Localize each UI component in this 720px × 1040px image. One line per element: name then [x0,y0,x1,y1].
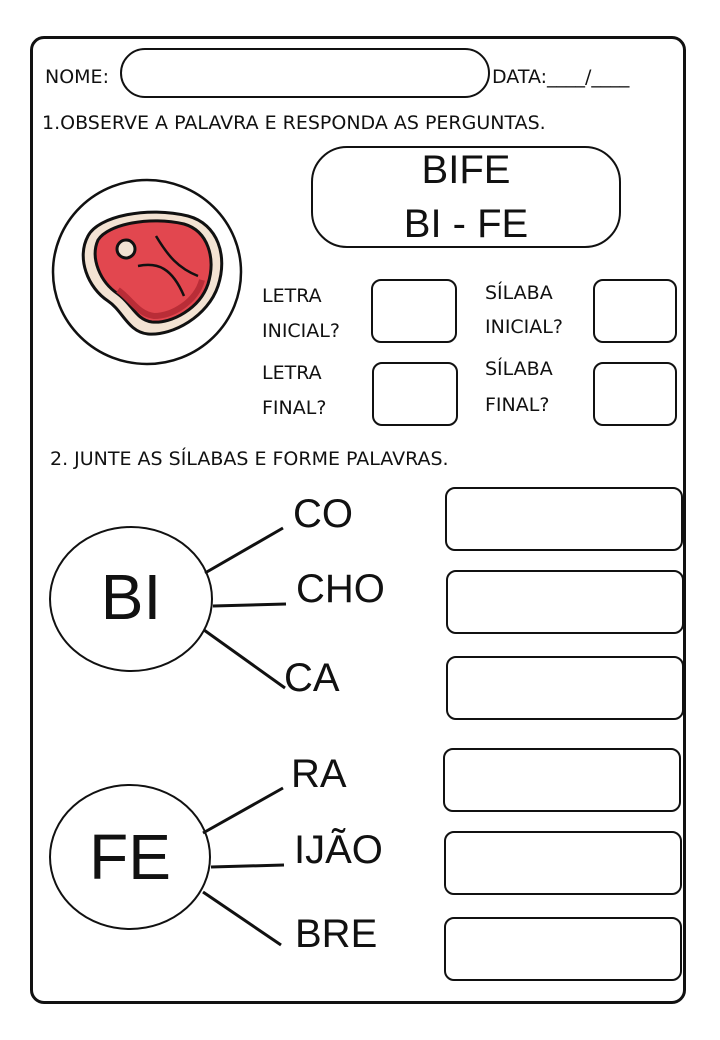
word-text: BIFE [421,148,511,192]
answer-box-bica[interactable] [446,656,684,720]
answer-box-fera[interactable] [443,748,681,812]
final-syllable-answer-box[interactable] [593,362,677,426]
syllables-text: BI - FE [403,202,529,246]
syllable-fe: FE [89,821,171,893]
answer-box-bico[interactable] [445,487,683,551]
connector-fe-ra [202,786,284,835]
connector-fe-ijao [210,863,285,869]
question-initial-letter-line1: LETRA [262,285,322,307]
question-1-instruction: 1.OBSERVE A PALAVRA E RESPONDA AS PERGUN… [42,112,546,134]
question-initial-letter-line2: INICIAL? [262,320,340,342]
question-initial-syllable-line1: SÍLABA [485,282,553,304]
answer-box-feijao[interactable] [444,831,682,895]
question-final-syllable-line2: FINAL? [485,394,550,416]
ending-ca: CA [284,656,340,700]
question-final-letter-line2: FINAL? [262,397,327,419]
steak-icon [51,178,243,366]
question-final-syllable-line1: SÍLABA [485,358,553,380]
initial-letter-answer-box[interactable] [371,279,457,343]
answer-box-febre[interactable] [444,917,682,981]
date-label: DATA:____/____ [492,66,630,88]
connector-fe-bre [202,890,282,947]
initial-syllable-answer-box[interactable] [593,279,677,343]
connector-bi-co [204,526,284,575]
syllable-bubble-fe [49,784,211,930]
connector-bi-cho [212,602,287,608]
steak-image [50,178,244,366]
worksheet-border [30,36,686,1004]
syllable-bi: BI [100,561,162,633]
final-letter-answer-box[interactable] [372,362,458,426]
word-card [311,146,621,248]
name-label: NOME: [45,66,109,88]
ending-ijao: IJÃO [294,828,383,872]
answer-box-bicho[interactable] [446,570,684,634]
ending-co: CO [293,492,353,536]
connector-bi-ca [203,628,286,690]
name-field[interactable] [120,48,490,98]
question-2-instruction: 2. JUNTE AS SÍLABAS E FORME PALAVRAS. [50,448,449,470]
ending-bre: BRE [295,912,378,956]
syllable-bubble-bi [49,526,213,672]
question-initial-syllable-line2: INICIAL? [485,316,563,338]
ending-cho: CHO [296,567,385,611]
question-final-letter-line1: LETRA [262,362,322,384]
ending-ra: RA [291,752,347,796]
